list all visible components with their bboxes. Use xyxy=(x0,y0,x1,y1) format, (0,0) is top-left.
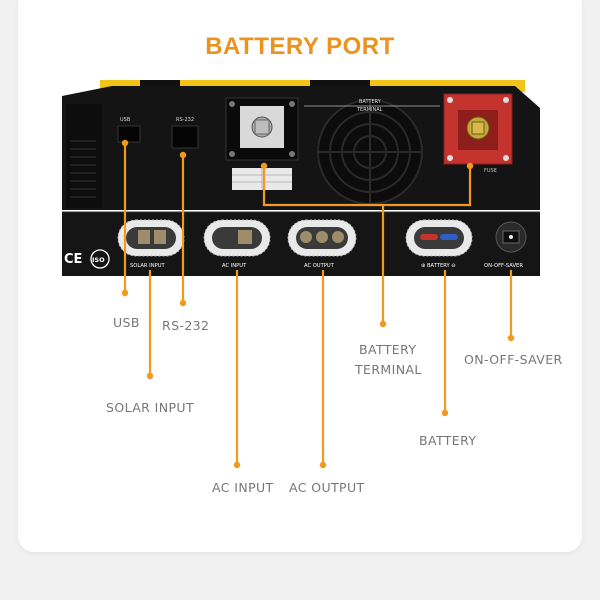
page-title: BATTERY PORT xyxy=(205,33,395,60)
ce-mark: CE xyxy=(64,252,82,267)
callout-label-battery-terminal-1: BATTERY xyxy=(359,342,417,357)
device-label-ac-output: AC OUTPUT xyxy=(304,263,335,269)
callout-dots xyxy=(121,139,515,469)
iso-mark: ISO xyxy=(92,256,105,264)
callout-label-ac-output: AC OUTPUT xyxy=(289,480,365,495)
device-label-on-off-saver: ON-OFF-SAVER xyxy=(484,263,523,269)
callout-label-battery-terminal-2: TERMINAL xyxy=(355,362,422,377)
callout-label-usb: USB xyxy=(113,315,140,330)
callout-lines xyxy=(123,143,513,465)
solar-input-port xyxy=(117,219,185,257)
device-label-usb: USB xyxy=(120,117,131,123)
callout-label-solar-input: SOLAR INPUT xyxy=(106,400,194,415)
device-label-solar-input: SOLAR INPUT xyxy=(130,263,166,269)
ac-output-port xyxy=(287,219,357,257)
battery-port xyxy=(405,219,473,257)
device-label-battery-terminal-2: TERMINAL xyxy=(356,107,383,113)
rs232-port xyxy=(171,125,199,149)
callout-label-rs232: RS-232 xyxy=(162,318,210,333)
callout-label-ac-input: AC INPUT xyxy=(212,480,274,495)
on-off-saver-switch xyxy=(495,221,527,253)
device-label-rs232: RS-232 xyxy=(176,117,194,123)
device-label-fuse: FUSE xyxy=(484,168,497,174)
callout-label-battery: BATTERY xyxy=(419,433,477,448)
cooling-fan xyxy=(317,99,423,205)
iso-mark-circle xyxy=(90,249,110,269)
side-vent xyxy=(70,140,96,198)
callout-line-battery-terminal xyxy=(262,166,472,207)
callout-label-on-off-saver: ON-OFF-SAVER xyxy=(464,352,563,367)
usb-port xyxy=(117,125,141,143)
device-label-battery: ⊕ BATTERY ⊖ xyxy=(421,263,456,269)
ac-input-port xyxy=(203,219,271,257)
device-label-battery-terminal-1: BATTERY xyxy=(359,99,382,105)
device-upper-panel xyxy=(62,86,540,210)
device-label-ac-input: AC INPUT xyxy=(222,263,247,269)
